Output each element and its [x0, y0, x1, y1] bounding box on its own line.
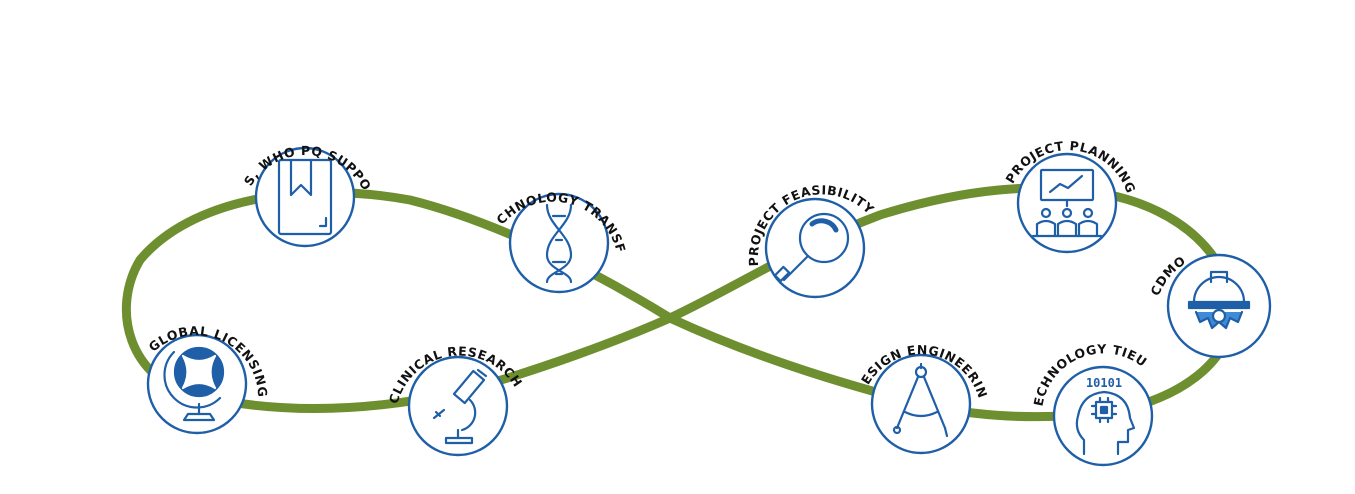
node-project-feasibility: PROJECT FEASIBILITY: [746, 182, 877, 299]
compass-icon: [892, 362, 949, 438]
head-chip-icon: [1075, 390, 1136, 456]
microscope-icon: [432, 368, 488, 445]
magnifier-icon: [773, 212, 850, 283]
binary-badge: 10101: [1086, 376, 1122, 390]
node-cdmo: CDMO: [1147, 253, 1272, 359]
node-qms: QMS, WHO PQ SUPPORT: [0, 0, 374, 248]
globe-icon: [163, 346, 225, 422]
presentation-icon: [1031, 168, 1103, 238]
hardhat-gear-icon: [1187, 270, 1251, 330]
dna-icon: [545, 203, 573, 284]
book-icon: [277, 158, 333, 236]
node-global-licensing: GLOBAL LICENSING: [146, 323, 270, 435]
